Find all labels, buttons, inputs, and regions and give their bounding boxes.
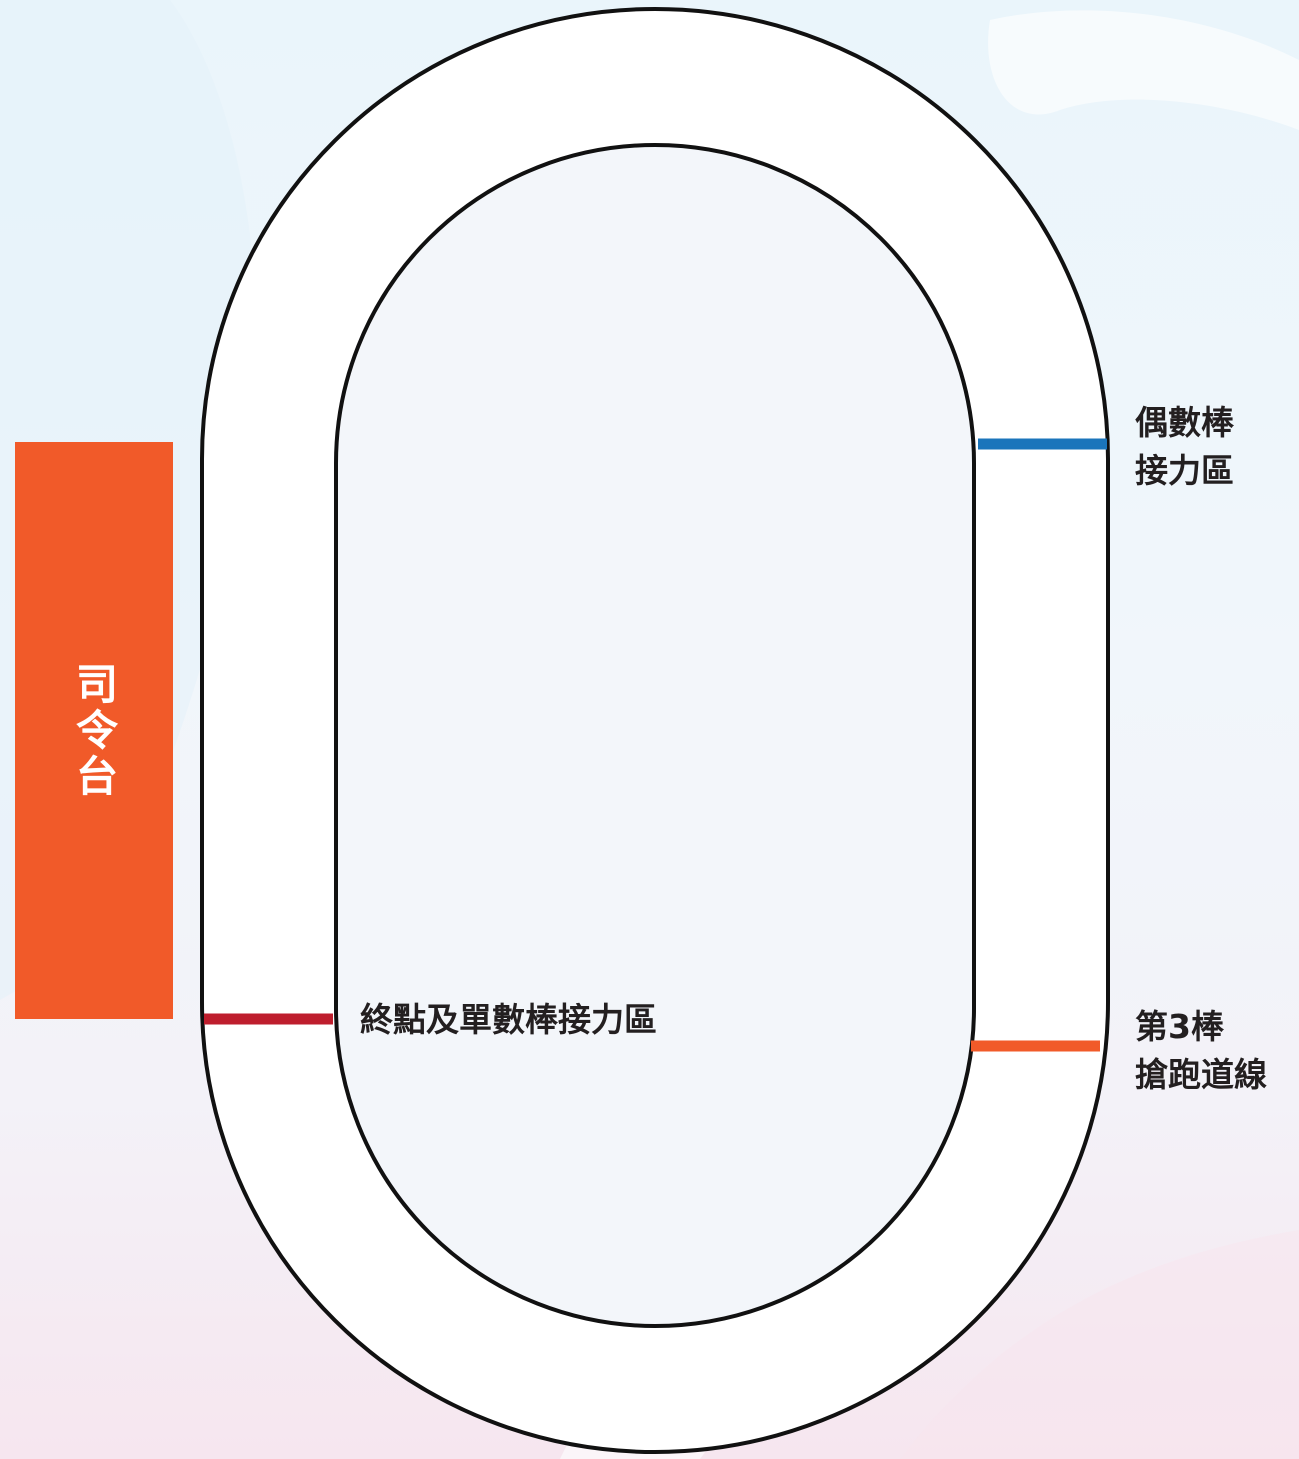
reviewing-stand: 司令台 (15, 442, 173, 1019)
finish-zone-label: 終點及單數棒接力區 (360, 1000, 657, 1039)
even-relay-zone-label-line2: 接力區 (1135, 450, 1234, 490)
third-leg-lane-label-line2: 搶跑道線 (1135, 1054, 1267, 1094)
bg-sweep-bottom-right (900, 1230, 1299, 1459)
reviewing-stand-label: 司令台 (69, 661, 119, 800)
bg-swirl-top-right (988, 10, 1299, 131)
track-infield (334, 143, 976, 1328)
even-relay-zone-label: 偶數棒 接力區 (1135, 399, 1234, 495)
even-relay-zone-label-line1: 偶數棒 (1135, 403, 1234, 442)
third-leg-lane-label: 第3棒 搶跑道線 (1135, 1003, 1267, 1099)
third-leg-lane-label-line1: 第3棒 (1135, 1007, 1224, 1046)
